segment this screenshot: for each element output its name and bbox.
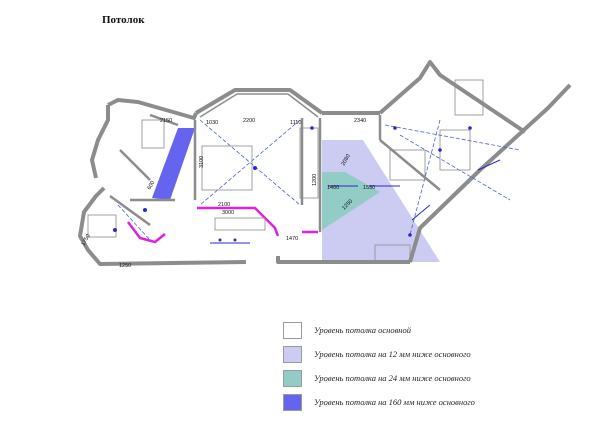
dim-2150: 2150 xyxy=(160,118,172,124)
legend-swatch xyxy=(283,370,302,387)
dim-1550: 1550 xyxy=(363,185,375,191)
legend-swatch xyxy=(283,346,302,363)
dimension-labels: 1030 2200 1110 2340 2150 3100 2100 3000 … xyxy=(81,118,376,269)
dim-1030: 1030 xyxy=(206,120,218,126)
dim-3000: 3000 xyxy=(222,210,234,216)
furniture xyxy=(87,79,484,263)
dim-1110: 1110 xyxy=(290,120,301,126)
legend-label: Уровень потолка основной xyxy=(314,325,411,335)
legend-label: Уровень потолка на 12 мм ниже основного xyxy=(314,349,471,359)
legend-swatch xyxy=(283,394,302,411)
dim-2080: 2080 xyxy=(341,153,352,167)
dim-600: 600 xyxy=(147,180,157,191)
dim-1400: 1400 xyxy=(327,185,339,191)
dim-2340: 2340 xyxy=(354,118,366,124)
outer-walls xyxy=(78,60,572,266)
dim-3100: 3100 xyxy=(199,156,205,168)
light-lines xyxy=(117,119,521,241)
ceiling-floor-plan: 1030 2200 1110 2340 2150 3100 2100 3000 … xyxy=(78,60,572,269)
dim-1250: 1250 xyxy=(119,263,131,269)
legend-label: Уровень потолка на 24 мм ниже основного xyxy=(314,373,471,383)
dim-2200: 2200 xyxy=(243,118,255,124)
dim-1470: 1470 xyxy=(286,236,298,242)
dim-1200: 1200 xyxy=(312,174,318,186)
track-lines xyxy=(210,159,501,244)
page-title: Потолок xyxy=(102,14,145,26)
dim-2100: 2100 xyxy=(218,202,230,208)
legend-label: Уровень потолка на 160 мм ниже основного xyxy=(314,397,475,407)
dim-1750: 1750 xyxy=(81,233,92,247)
legend-swatch xyxy=(283,322,302,339)
light-fixtures xyxy=(113,126,472,242)
ceiling-zone-minus160 xyxy=(152,128,195,200)
